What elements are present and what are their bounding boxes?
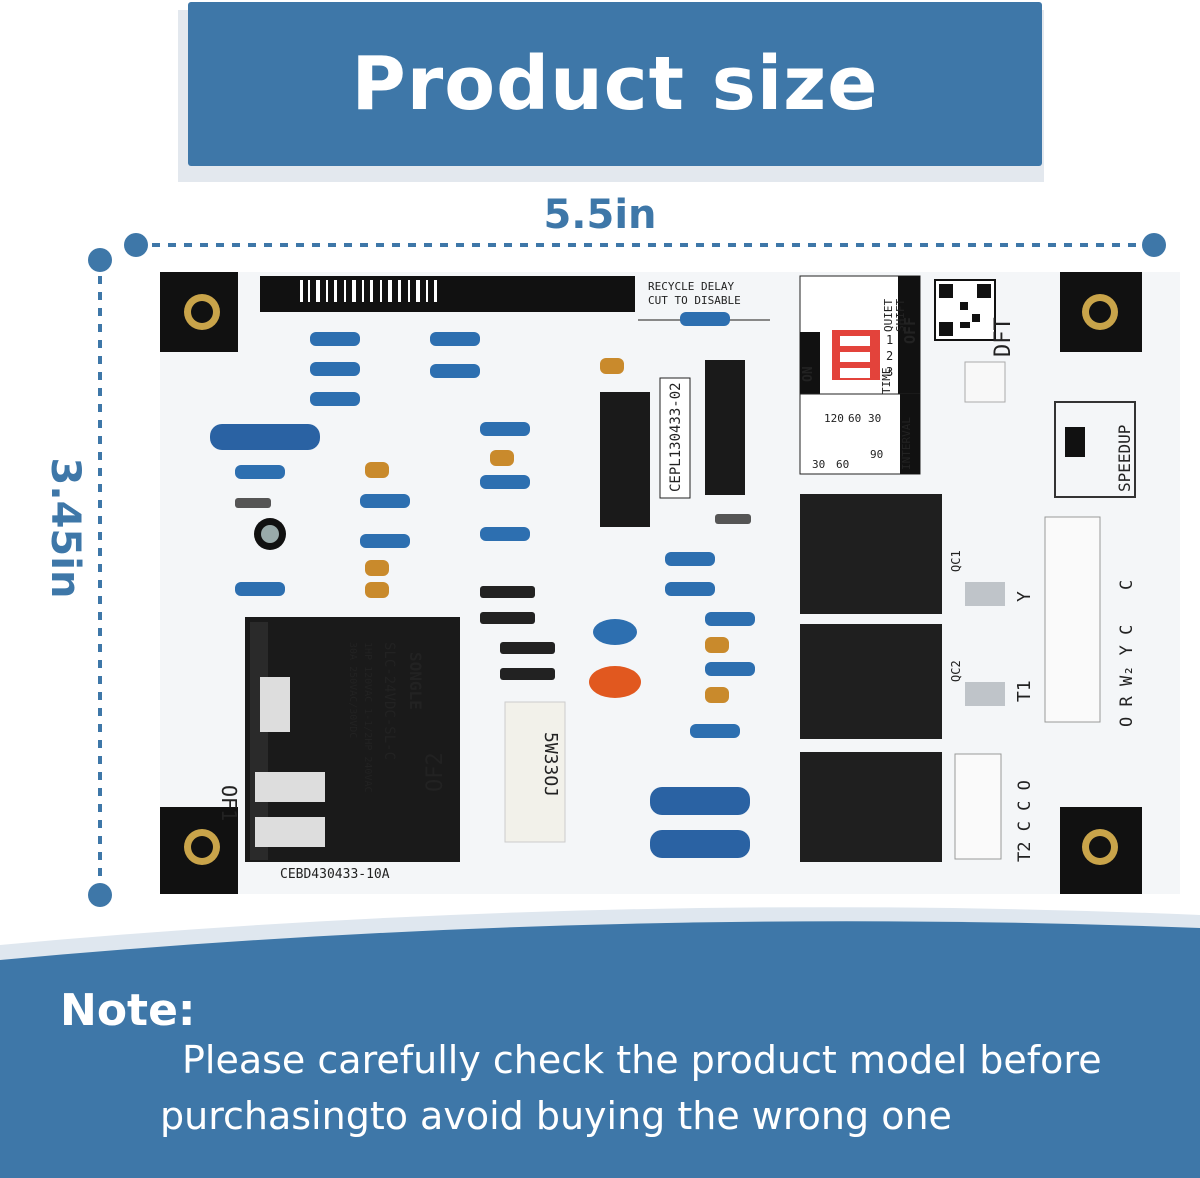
c-label: C xyxy=(1117,580,1137,590)
qr-code xyxy=(934,279,996,341)
dip-time-label: TIME xyxy=(880,368,893,395)
terminal-labels: O R W₂ Y C xyxy=(1117,625,1137,727)
speedup-label: SPEEDUP xyxy=(1115,425,1134,492)
of1-label: OF1 xyxy=(217,785,241,821)
page-title: Product size xyxy=(351,41,879,127)
qc1-terminal xyxy=(965,582,1005,606)
height-guide-start-dot xyxy=(88,248,112,272)
ic-label: CEPL130433-02 xyxy=(668,382,684,492)
speedup-box xyxy=(1054,401,1136,498)
integrated-circuits xyxy=(600,360,745,527)
width-guide-end-dot xyxy=(1142,233,1166,257)
dip-off-label: OFF xyxy=(901,317,919,344)
qc1-label: QC1 xyxy=(949,550,963,572)
relay-model: SLC-24VDC-SL-C xyxy=(381,642,397,760)
circuit-board-image: RECYCLE DELAY CUT TO DISABLE CEPL xyxy=(160,272,1180,894)
interval-value-120: 120 xyxy=(824,412,844,425)
of2-label: OF2 xyxy=(423,752,448,792)
interval-value-90: 90 xyxy=(870,448,883,461)
relay-brand: SONGLE xyxy=(406,652,425,710)
main-relay xyxy=(245,617,460,862)
bottom-right-terminal-labels: T2 C C O xyxy=(1015,780,1035,862)
dft-label: DFT xyxy=(991,317,1016,357)
height-guide-end-dot xyxy=(88,883,112,907)
cut-to-disable-label: CUT TO DISABLE xyxy=(648,294,741,307)
dft-connector xyxy=(964,361,1006,403)
terminal-block xyxy=(1044,516,1101,723)
relay-spec-2: 30A 250VAC/30VDC xyxy=(347,642,358,738)
barcode xyxy=(260,276,635,312)
mounting-holes xyxy=(160,272,1142,894)
t1-label: T1 xyxy=(1014,680,1035,702)
note-line-1: Please carefully check the product model… xyxy=(182,1038,1102,1082)
qc2-label: QC2 xyxy=(949,660,963,682)
dip-number-2: 2 xyxy=(886,349,893,363)
width-guide-start-dot xyxy=(124,233,148,257)
interval-value-60: 60 xyxy=(848,412,861,425)
width-dimension-label: 5.5in xyxy=(543,192,657,238)
resistor-array-left xyxy=(210,332,755,738)
relays-right xyxy=(800,494,942,862)
resistor-r12 xyxy=(680,312,730,326)
ceramic-resistor-label: 5W33OJ xyxy=(540,732,561,797)
dip-number-3: 3 xyxy=(886,365,893,379)
resistor-r22 xyxy=(650,787,750,815)
ceramic-resistor xyxy=(504,701,566,843)
title-banner: Product size xyxy=(188,2,1042,166)
dip-switch-block xyxy=(799,275,921,475)
board-model-label: CEBD430433-10A xyxy=(280,867,390,882)
speedup-jumper xyxy=(1065,427,1085,457)
interval-value-60b: 60 xyxy=(836,458,849,471)
interval-value-30: 30 xyxy=(868,412,881,425)
dip-shift-label: SHIFT xyxy=(894,299,907,332)
dip-on-label: ON xyxy=(801,366,816,382)
capacitors xyxy=(254,358,729,703)
relay-spec-1: 1HP 120VAC 1-1/2HP 240VAC xyxy=(362,642,373,793)
note-heading: Note: xyxy=(60,985,196,1036)
bottom-right-connector xyxy=(954,753,1002,860)
diodes xyxy=(235,498,751,680)
resistor-r21 xyxy=(650,830,750,858)
qc2-terminal xyxy=(965,682,1005,706)
dip-quiet-label: QUIET xyxy=(882,299,895,332)
note-line-2: purchasingto avoid buying the wrong one xyxy=(160,1094,952,1138)
recycle-delay-label: RECYCLE DELAY xyxy=(648,280,734,293)
dip-number-1: 1 xyxy=(886,333,893,347)
interval-value-30b: 30 xyxy=(812,458,825,471)
y-label: Y xyxy=(1014,591,1035,602)
dip-interval-label: INTERVAL xyxy=(900,417,913,470)
